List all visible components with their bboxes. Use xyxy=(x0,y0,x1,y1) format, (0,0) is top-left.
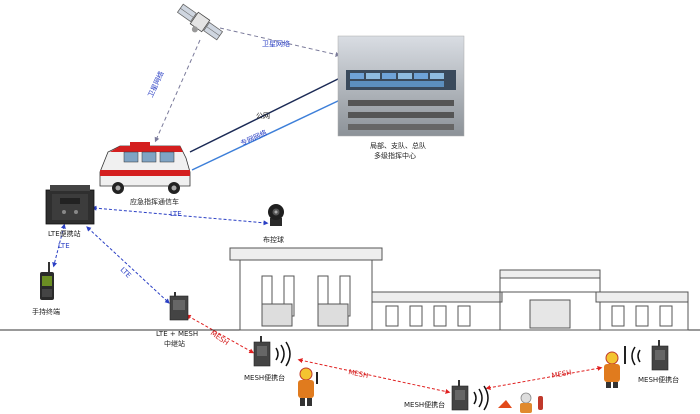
emergency-vehicle-icon xyxy=(99,142,191,194)
label-relay-line2: 中继站 xyxy=(164,339,185,348)
firefighter-icon xyxy=(498,392,543,413)
label-lte-mid: LTE xyxy=(119,266,133,280)
relay-to-mesh-left-link xyxy=(185,314,255,354)
label-mesh-3: MESH xyxy=(551,369,572,380)
label-lte-left: LTE xyxy=(58,242,70,250)
satellite-to-command-link xyxy=(219,27,341,57)
ptz-camera-icon xyxy=(268,204,284,226)
label-private-network: 专网网络 xyxy=(239,128,268,148)
label-command-center-line1: 局部、支队、总队 xyxy=(370,141,426,150)
label-mesh-portable-center: MESH便携台 xyxy=(404,400,445,409)
label-mesh-2: MESH xyxy=(348,368,369,380)
label-public-network: 公网 xyxy=(256,112,270,120)
building xyxy=(229,247,689,331)
lte-base-to-relay-link xyxy=(86,226,170,304)
lte-base-to-handheld-link xyxy=(52,223,66,268)
mesh-left-to-center-link xyxy=(297,358,451,394)
mesh-portable-icon xyxy=(651,340,669,371)
signal-wave-icon xyxy=(631,346,641,366)
signal-wave-icon xyxy=(473,385,489,411)
label-vehicle: 应急指挥通信车 xyxy=(130,197,179,206)
lte-portable-station-icon xyxy=(45,185,95,225)
firefighter-icon xyxy=(298,367,318,406)
label-satellite-network-top: 卫星网络 xyxy=(262,39,290,48)
satellite-icon xyxy=(176,3,224,41)
signal-wave-icon xyxy=(275,341,291,367)
mesh-portable-icon xyxy=(253,336,271,367)
label-lte-top: LTE xyxy=(170,210,182,218)
satellite-to-vehicle-link xyxy=(154,39,201,143)
label-ptz-camera: 布控球 xyxy=(263,235,284,244)
label-mesh-portable-left: MESH便携台 xyxy=(244,373,285,382)
label-satellite-network-left: 卫星网络 xyxy=(146,70,166,99)
label-handheld: 手持终端 xyxy=(32,307,60,316)
label-mesh-portable-right: MESH便携台 xyxy=(638,375,679,384)
label-command-center-line2: 多级指挥中心 xyxy=(374,151,416,160)
mesh-portable-icon xyxy=(451,380,469,411)
label-mesh-1: MESH xyxy=(209,329,230,347)
relay-station-icon xyxy=(169,292,189,321)
lte-base-to-camera-link xyxy=(91,205,269,226)
firefighter-icon xyxy=(604,346,626,388)
command-center-screen-icon xyxy=(337,35,465,137)
private-network-link xyxy=(191,99,341,171)
label-relay-line1: LTE + MESH xyxy=(156,330,198,338)
label-lte-portable: LTE便携站 xyxy=(48,229,81,238)
links-layer xyxy=(52,27,603,394)
mesh-center-to-right-link xyxy=(485,365,603,391)
public-network-link xyxy=(189,77,341,153)
handheld-terminal-icon xyxy=(40,262,54,300)
